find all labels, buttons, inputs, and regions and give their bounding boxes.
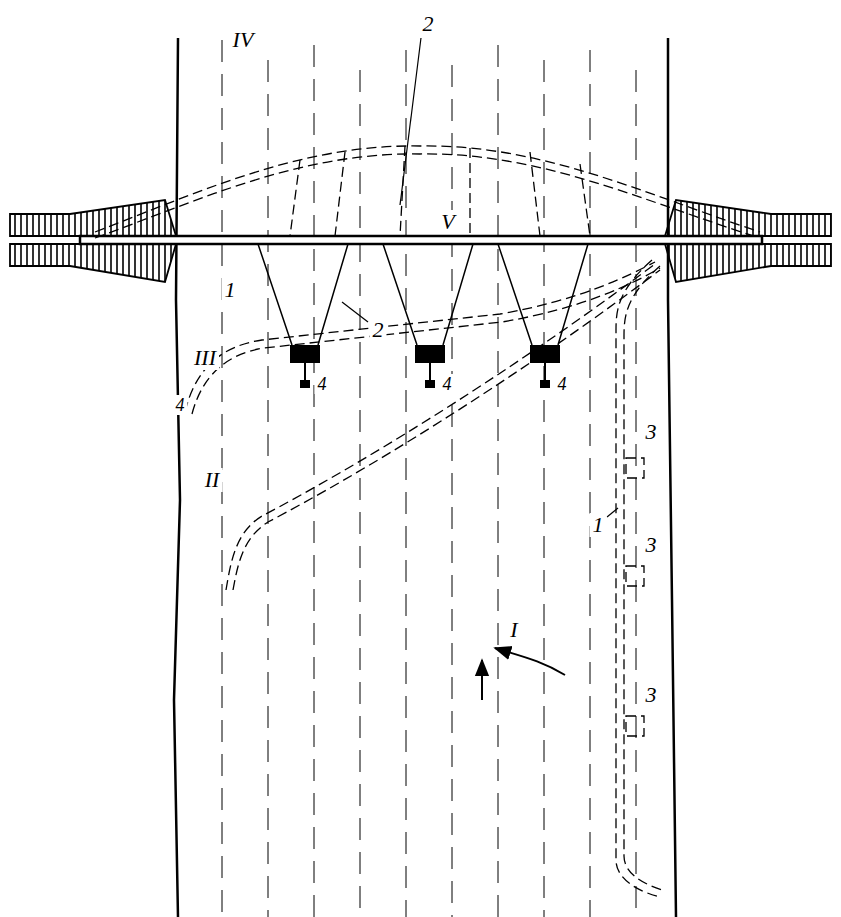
hanger [258, 244, 588, 345]
zone-numeral: IV [230, 28, 257, 52]
callout-number: 4 [440, 374, 455, 394]
callout-number: 3 [643, 683, 660, 707]
column-edge [174, 38, 180, 917]
column-edge [668, 38, 676, 917]
callout-number: 4 [555, 374, 570, 394]
callout-number: 3 [643, 533, 660, 557]
leader-line [342, 38, 618, 517]
cross-bar [80, 236, 762, 244]
clamp-wedge [10, 200, 831, 282]
flow-arrow [495, 648, 565, 675]
callout-number: 4 [315, 374, 330, 394]
callout-number: 4 [173, 395, 188, 415]
zone-numeral: V [438, 210, 457, 234]
zone-numeral: I [507, 618, 520, 642]
dashed-curves [95, 146, 760, 897]
flow-arrow [481, 660, 483, 700]
zone-numeral: II [202, 468, 223, 492]
device [290, 345, 560, 388]
callout-number: 3 [643, 420, 660, 444]
callout-number: 1 [222, 278, 239, 302]
callout-number: 1 [590, 513, 607, 537]
zone-numeral: III [191, 346, 219, 370]
callout-number: 2 [420, 12, 437, 36]
callout-number: 2 [370, 318, 387, 342]
